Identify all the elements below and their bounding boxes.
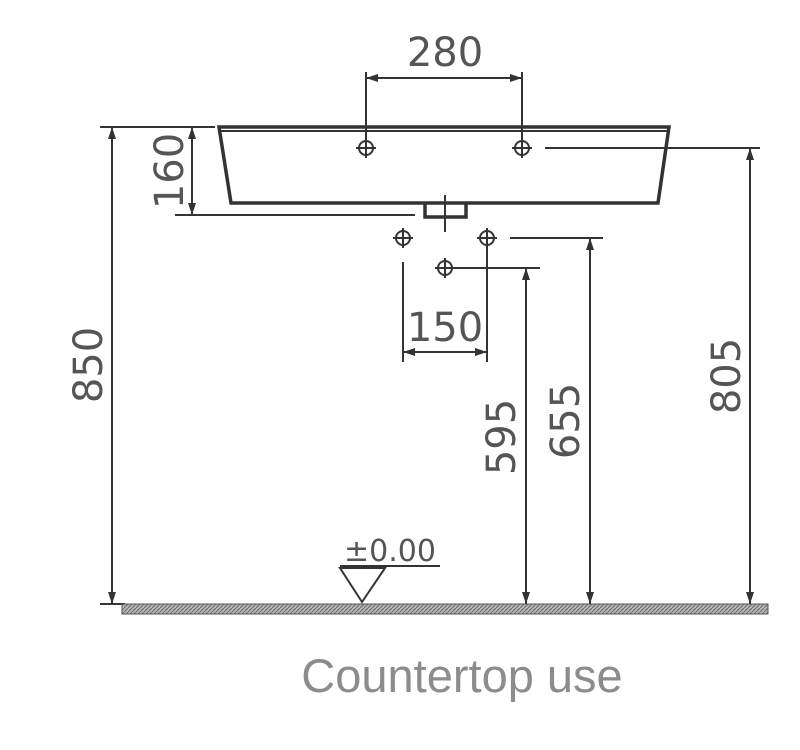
dimension-overall-height-label: 850 — [66, 327, 112, 403]
floor-level-marker — [338, 565, 440, 604]
dimension-overall-height — [100, 126, 215, 605]
waste-point-right-marker — [477, 228, 497, 248]
floor-level-label: ±0.00 — [344, 534, 436, 569]
floor-line — [121, 603, 769, 615]
waste-point-left-marker — [393, 228, 413, 248]
dimension-tap-height-label: 805 — [704, 338, 750, 414]
dimension-tap-spacing — [365, 72, 523, 138]
dimension-waste-high — [510, 237, 603, 604]
dimension-basin-height-label: 160 — [147, 133, 193, 209]
dimension-tap-spacing-label: 280 — [407, 30, 483, 76]
dimension-waste-low-label: 595 — [479, 399, 525, 475]
dimension-waste-low — [455, 267, 540, 604]
tap-hole-right-marker — [512, 138, 532, 158]
dimension-waste-high-label: 655 — [543, 383, 589, 459]
waste-point-center-marker — [435, 258, 455, 278]
basin-outline — [216, 125, 672, 205]
tap-hole-left-marker — [356, 138, 376, 158]
caption: Countertop use — [301, 649, 623, 702]
dimension-tap-height — [545, 147, 760, 604]
dimension-waste-spacing — [402, 248, 488, 362]
dimension-waste-spacing-label: 150 — [407, 305, 483, 351]
